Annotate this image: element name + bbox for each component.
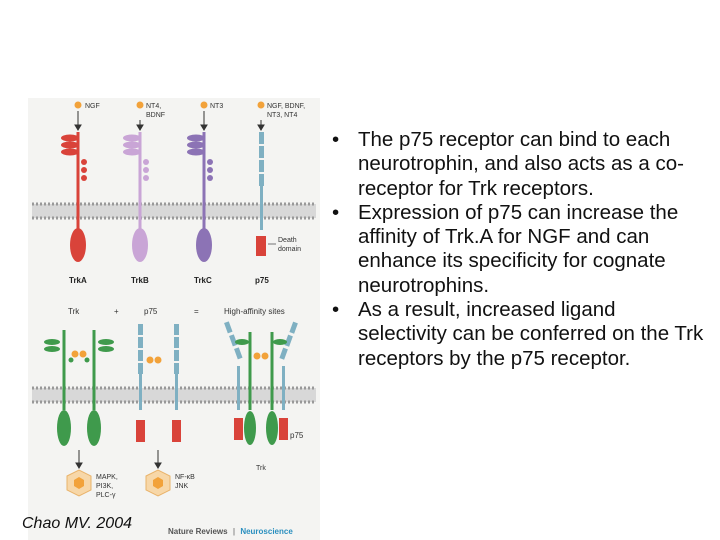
death-domain-label-2: domain [278, 246, 301, 253]
trkc-receptor [187, 132, 213, 262]
citation-credit: Chao MV. 2004 [22, 515, 132, 532]
neurotrophin-receptor-figure: NGF NT4, BDNF NT3 NGF, BDNF, NT3, NT4 [28, 98, 320, 540]
p75-ligands-label-2: NT3, NT4 [267, 112, 297, 119]
nt4-ligand-label: NT4, [146, 103, 161, 110]
ngf-ligand-label: NGF [85, 103, 100, 110]
ngf-ligand-dot [74, 101, 82, 109]
bdnf-ligand-label: BDNF [146, 112, 165, 119]
top-panel: NGF NT4, BDNF NT3 NGF, BDNF, NT3, NT4 [32, 101, 316, 285]
nt4-bdnf-ligand-dot [136, 101, 144, 109]
membrane-bottom [32, 386, 316, 404]
bullet-text: The p75 receptor can bind to each neurot… [358, 128, 684, 200]
equals-sign: = [194, 307, 199, 316]
bullet-marker: • [332, 298, 340, 322]
mapk-label: MAPK, [96, 474, 118, 481]
journal-credit: Nature Reviews | Neuroscience [168, 527, 293, 536]
bullet-list: • The p75 receptor can bind to each neur… [332, 128, 704, 371]
membrane-top [32, 202, 316, 220]
p75-header: p75 [144, 307, 158, 316]
journal-separator: | [233, 527, 235, 536]
trkb-receptor [123, 132, 149, 262]
p75-receptor [256, 132, 276, 256]
death-domain [256, 236, 266, 256]
bullet-item-2: • Expression of p75 can increase the aff… [332, 201, 704, 298]
high-affinity-complex [224, 321, 298, 445]
trkb-label: TrkB [131, 276, 149, 285]
bottom-panel: Trk + p75 = High-affinity sites [32, 307, 316, 499]
trk-pathway-hexagon [66, 469, 92, 497]
nt3-ligand-label: NT3 [210, 103, 223, 110]
complex-trk-label: Trk [256, 465, 266, 472]
plc-gamma-label: PLC-γ [96, 492, 116, 499]
trka-label: TrkA [69, 276, 87, 285]
trkc-label: TrkC [194, 276, 212, 285]
trk-bound-ligand [71, 350, 87, 358]
p75-pair [136, 324, 181, 442]
plus-sign: + [114, 307, 119, 316]
bullet-item-1: • The p75 receptor can bind to each neur… [332, 128, 704, 201]
jnk-label: JNK [175, 483, 189, 490]
trka-receptor [61, 132, 87, 262]
trk-dimer [44, 330, 114, 446]
high-affinity-sites-header: High-affinity sites [224, 307, 285, 316]
bullet-text: As a result, increased ligand selectivit… [358, 298, 704, 370]
bullet-item-3: • As a result, increased ligand selectiv… [332, 298, 704, 371]
trk-header: Trk [68, 307, 80, 316]
p75-label: p75 [255, 276, 269, 285]
bullet-text: Expression of p75 can increase the affin… [358, 200, 679, 297]
journal-section: Neuroscience [240, 527, 293, 536]
svg-text:Nature Reviews | N: Nature Reviews | Neuroscience [168, 527, 293, 536]
nf-kb-label: NF-κB [175, 474, 195, 481]
pi3k-label: PI3K, [96, 483, 113, 490]
p75-ligands-label-1: NGF, BDNF, [267, 103, 305, 110]
p75-pathway-hexagon [145, 469, 171, 497]
free-ligand [146, 356, 162, 364]
complex-p75-label: p75 [290, 431, 304, 440]
journal-name: Nature Reviews [168, 527, 228, 536]
all-neurotrophins-ligand-dot [257, 101, 265, 109]
bullet-marker: • [332, 128, 340, 151]
death-domain-label-1: Death [278, 237, 297, 244]
bullet-marker: • [332, 200, 340, 224]
nt3-ligand-dot [200, 101, 208, 109]
